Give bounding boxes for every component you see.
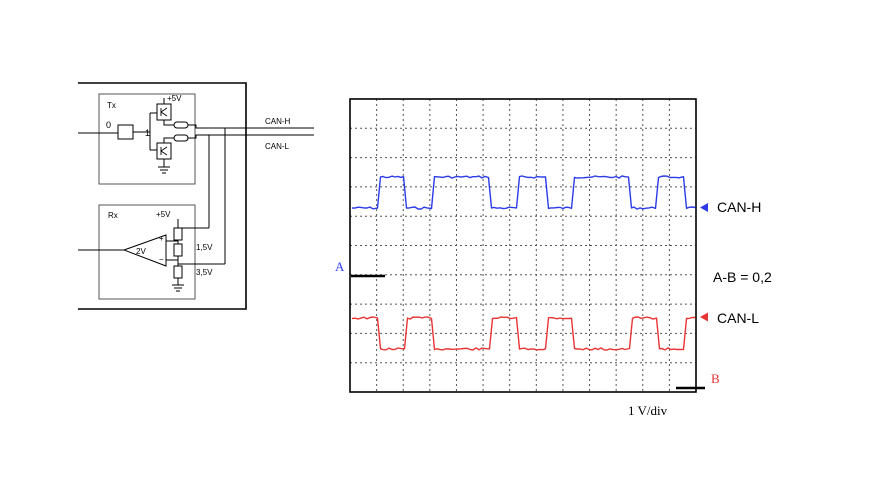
rx-amp-label: 2V [136,247,146,256]
rx-block [98,204,196,300]
rx-resistor-mid [173,243,183,257]
rx-resistor-top [173,227,183,241]
rx-bus-links [178,227,225,265]
tx-low-transistor [156,142,172,160]
can-h-trace [351,175,696,210]
can-h-label: CAN-H [717,199,761,215]
scope-labels: A B CAN-H CAN-L A-B = 0,2 1 V/div [335,199,772,418]
rx-plus-label: + [159,234,164,243]
tx-ground-icon [158,166,170,174]
can-l-label: CAN-L [717,310,759,326]
rx-supply-label: +5V [156,210,171,219]
bus-can-l-line [188,134,314,139]
circuit-labels: Tx 0 1 +5V Rx +5V 2V + − 1,5V 3,5V CAN-H… [106,94,291,277]
rx-label: Rx [108,211,118,220]
can-l-trace [351,316,696,351]
v-high-label: 1,5V [196,243,213,252]
tx-block [98,93,196,185]
rx-minus-label: − [159,255,164,264]
rx-resistor-bottom [173,265,183,279]
scope-grid [350,99,696,392]
marker-b-label: B [711,371,720,386]
rx-ground-icon [172,284,184,292]
tx-supply-label: +5V [167,94,182,103]
tx-termination-h [173,121,189,129]
rx-bias-links [166,240,178,261]
tx-label: Tx [107,101,116,110]
transceiver-circuit [78,82,314,310]
scale-label: 1 V/div [628,403,668,418]
can-l-arrow-icon [700,312,708,322]
scope-frame [349,98,697,393]
tx-high-transistor [156,103,172,121]
bus-can-h-line [188,124,314,129]
bus-h-label: CAN-H [265,117,291,126]
tx-input-label: 0 [106,120,111,130]
circuit-enclosure [78,82,247,310]
v-low-label: 3,5V [196,268,213,277]
marker-a-label: A [335,259,345,274]
tx-buffer [117,124,134,140]
bus-l-label: CAN-L [265,142,290,151]
difference-label: A-B = 0,2 [713,269,772,285]
rx-comparator [122,234,167,267]
can-h-arrow-icon [700,203,708,212]
tx-gate-label: 1 [145,128,150,138]
oscilloscope [349,98,708,393]
tx-termination-l [173,134,189,142]
tx-driver-links [149,112,157,151]
